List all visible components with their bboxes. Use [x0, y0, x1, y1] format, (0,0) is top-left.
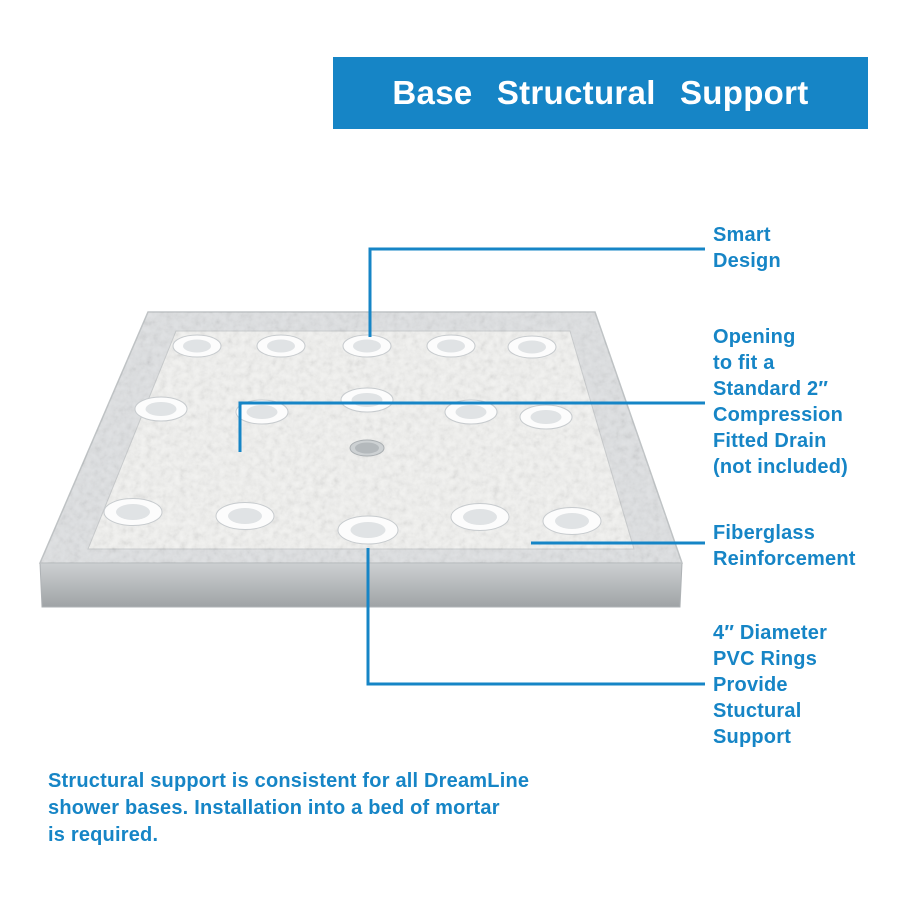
pvc-ring: [172, 334, 222, 358]
pvc-rings: [103, 334, 602, 545]
drain-opening: [349, 439, 385, 457]
pvc-ring: [426, 334, 476, 358]
pvc-ring: [134, 396, 188, 422]
page-title: Base Structural Support: [392, 74, 809, 111]
pvc-ring: [444, 399, 498, 425]
pvc-ring: [215, 502, 275, 530]
callout-label-drain-opening: Opening to fit a Standard 2″ Compression…: [713, 326, 848, 478]
pvc-ring: [256, 334, 306, 358]
pvc-ring: [342, 334, 392, 358]
callout-lines: [238, 247, 705, 686]
pvc-ring: [519, 404, 573, 430]
pvc-ring: [340, 387, 394, 413]
base-front-wall: [39, 562, 683, 608]
pvc-ring: [103, 498, 163, 526]
callout-label-smart-design: Smart Design: [713, 224, 781, 272]
pvc-ring: [507, 335, 557, 359]
footer-note: Structural support is consistent for all…: [48, 770, 530, 846]
pvc-ring: [235, 399, 289, 425]
drain-opening-callout-line: [238, 401, 705, 452]
pvc-rings-callout-line: [366, 548, 705, 686]
pvc-ring: [337, 515, 399, 545]
pvc-ring: [450, 503, 510, 531]
callout-label-pvc-rings: 4″ Diameter PVC Rings Provide Stuctural …: [713, 622, 828, 748]
smart-design-callout-line: [368, 247, 705, 337]
shower-base: [38, 311, 684, 608]
title-banner: Base Structural Support: [333, 57, 868, 129]
callout-label-fiberglass: Fiberglass Reinforcement: [713, 522, 856, 570]
pvc-ring: [542, 507, 602, 535]
fiberglass-texture: [40, 312, 682, 563]
